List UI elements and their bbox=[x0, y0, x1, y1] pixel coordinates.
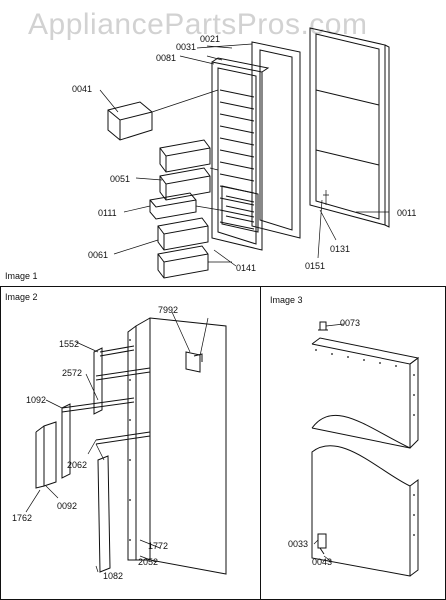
callout-1552: 1762 bbox=[12, 513, 33, 523]
callout-0061: 0061 bbox=[88, 250, 109, 260]
callout-1762: 1772 bbox=[148, 541, 169, 551]
hinge-0073 bbox=[318, 321, 328, 331]
callout-0141: 0141 bbox=[236, 263, 257, 273]
side-trim-1072 bbox=[97, 455, 111, 573]
door-outer-panel-0011 bbox=[309, 27, 390, 228]
callout-0111: 0111 bbox=[98, 208, 117, 218]
hinge-cover-0041 bbox=[107, 101, 153, 141]
callout-2062: 2572 bbox=[62, 368, 83, 378]
freezer-door-bottom bbox=[311, 445, 419, 577]
callout-0031: 0031 bbox=[176, 42, 197, 52]
callout-1772: 2052 bbox=[138, 557, 159, 567]
callout-1092: 1552 bbox=[59, 339, 80, 349]
hinge-0033-0043 bbox=[317, 533, 327, 555]
callout-1082: 1092 bbox=[26, 395, 47, 405]
side-trim-1092 bbox=[93, 347, 103, 415]
callout-0081: 0081 bbox=[156, 53, 177, 63]
callout-0131: 0131 bbox=[330, 244, 351, 254]
door-bins bbox=[149, 139, 211, 279]
image1-title: Image 1 bbox=[5, 271, 38, 281]
callout-0151: 0151 bbox=[305, 261, 326, 271]
freezer-door-top bbox=[311, 337, 420, 449]
shelf-frame-1082 bbox=[61, 403, 71, 479]
callout-0073: 0073 bbox=[340, 318, 361, 328]
panel-borders bbox=[0, 286, 446, 600]
screw-holes bbox=[129, 339, 415, 541]
image1-leader-lines bbox=[99, 43, 389, 267]
callout-0011: 0011 bbox=[397, 208, 417, 218]
door-gasket-0021 bbox=[251, 41, 301, 239]
callout-2052: 2062 bbox=[67, 460, 88, 470]
door-panel-large bbox=[127, 317, 227, 575]
shelf-rails bbox=[61, 345, 151, 445]
image2-title: Image 2 bbox=[5, 292, 38, 302]
image3-title: Image 3 bbox=[270, 295, 303, 305]
image2-leader-lines bbox=[25, 311, 209, 573]
door-bottom-rack bbox=[221, 185, 259, 233]
callout-0021: 0021 bbox=[200, 34, 221, 44]
callout-0041: 0041 bbox=[72, 84, 93, 94]
callout-2572: 7992 bbox=[158, 305, 179, 315]
callout-0033: 0033 bbox=[288, 539, 309, 549]
callout-0092: 0092 bbox=[57, 501, 78, 511]
shelf-0092 bbox=[35, 421, 57, 489]
image3-leader-lines bbox=[313, 323, 345, 563]
callout-0051: 0051 bbox=[110, 174, 131, 184]
callout-1072: 1082 bbox=[103, 571, 124, 581]
callout-0043: 0043 bbox=[312, 557, 333, 567]
hinge-bracket-2572 bbox=[185, 351, 203, 373]
